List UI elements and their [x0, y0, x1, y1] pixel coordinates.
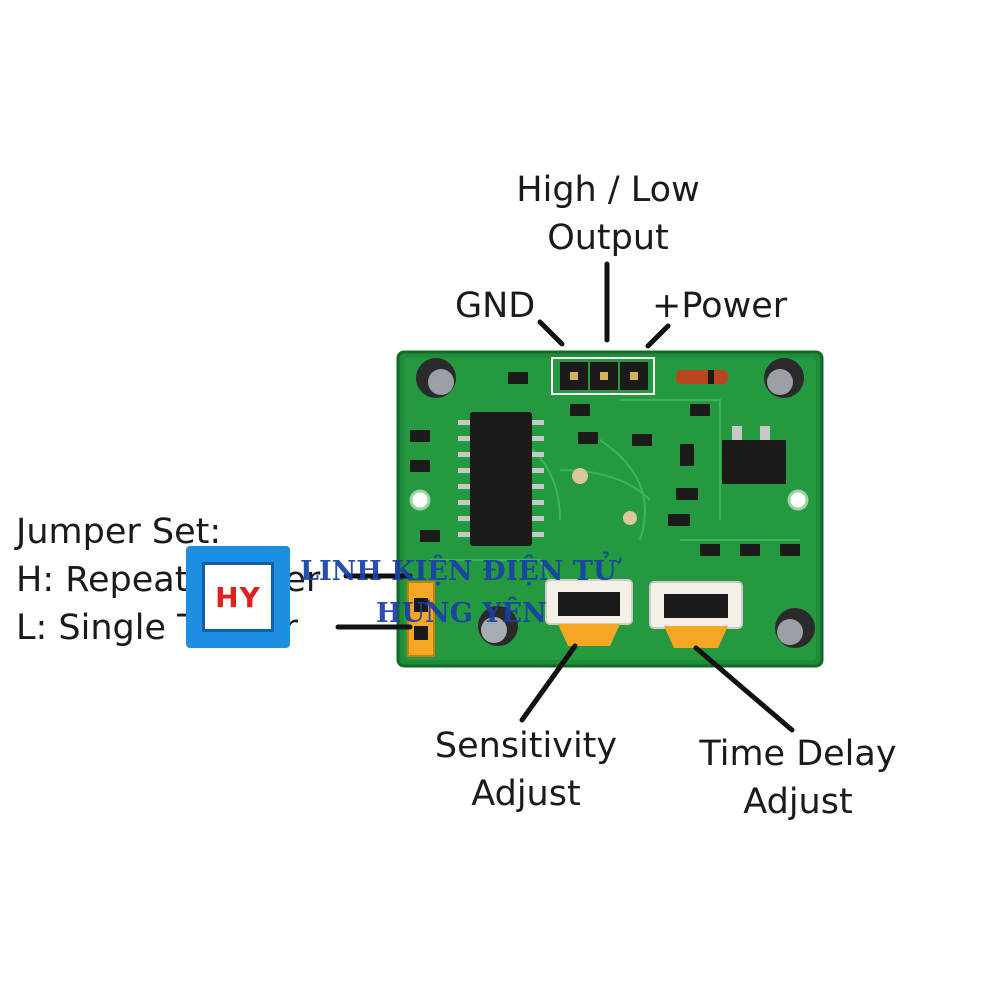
ic-chip [458, 412, 544, 546]
hy-logo-inner: HY [202, 562, 274, 632]
hy-logo: HY [186, 546, 290, 648]
power-label: +Power [652, 286, 788, 326]
gnd-leader-line [537, 319, 565, 347]
time-delay-leader-line [693, 645, 795, 733]
output-label: High / Low Output [496, 166, 720, 262]
power-leader-line [645, 323, 671, 349]
output-label-line2: Output [547, 218, 669, 258]
sensitivity-potentiometer [545, 579, 633, 646]
sensitivity-leader-line [519, 643, 578, 723]
header-pins [551, 357, 655, 395]
time-delay-label-line1: Time Delay [699, 734, 897, 774]
hy-logo-text: HY [215, 580, 261, 614]
jumper-label-title: Jumper Set: [16, 512, 222, 552]
time-delay-label: Time Delay Adjust [680, 730, 916, 826]
output-label-line1: High / Low [516, 170, 700, 210]
sensitivity-label-line2: Adjust [471, 774, 581, 814]
leader-lines [335, 261, 795, 733]
pcb-board [396, 350, 824, 668]
gnd-label: GND [455, 286, 536, 326]
jumper-connector [407, 581, 435, 657]
time-delay-potentiometer [649, 581, 743, 648]
watermark-line2: HƯNG YÊN [376, 598, 547, 629]
watermark-line1: LINH KIỆN ĐIỆN TỬ [300, 556, 617, 587]
sensitivity-label: Sensitivity Adjust [410, 722, 642, 818]
time-delay-label-line2: Adjust [743, 782, 853, 822]
sensitivity-label-line1: Sensitivity [434, 726, 618, 766]
